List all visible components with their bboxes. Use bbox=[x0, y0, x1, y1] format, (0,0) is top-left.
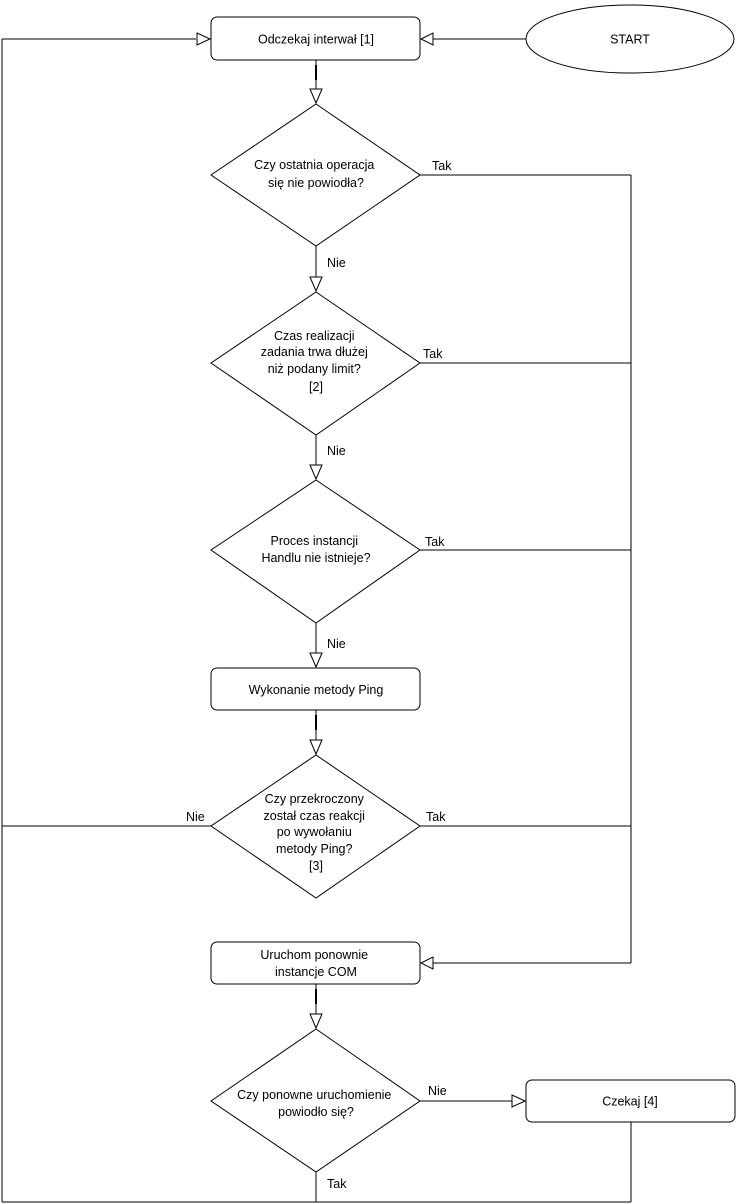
decision-diamond-process bbox=[210, 479, 421, 624]
restart-line: instancje COM bbox=[275, 965, 357, 979]
decision-ping-timeout-line: został czas reakcji bbox=[264, 809, 365, 823]
node-ping: Wykonanie metody Ping bbox=[210, 667, 421, 711]
node-q-process: Proces instancji Handlu nie istnieje? bbox=[210, 479, 421, 624]
start-ellipse bbox=[525, 4, 735, 74]
decision-time-limit-text: Czas realizacji zadania trwa dłużej niż … bbox=[261, 329, 372, 394]
wait-box bbox=[525, 1079, 736, 1123]
restart-text: Uruchom ponownie instancje COM bbox=[260, 948, 371, 979]
decision-time-limit-line: zadania trwa dłużej bbox=[261, 345, 368, 359]
decision-restart-ok-text: Czy ponowne uruchomienie powiodło się? bbox=[237, 1088, 395, 1119]
restart-box bbox=[210, 941, 421, 985]
wait-label: Czekaj [4] bbox=[602, 1095, 658, 1109]
arrowhead-return-to-wait bbox=[196, 32, 212, 46]
edge-label-q1-no: Nie bbox=[327, 256, 346, 270]
arrowhead-to-q4 bbox=[309, 739, 323, 756]
edge-label-q1-yes: Tak bbox=[432, 159, 452, 173]
arrowhead-to-q1 bbox=[309, 88, 323, 105]
node-q-last-failed: Czy ostatnia operacja się nie powiodła? bbox=[210, 103, 421, 247]
decision-diamond-time-limit bbox=[210, 291, 421, 436]
decision-ping-timeout-text: Czy przekroczony został czas reakcji po … bbox=[264, 792, 369, 873]
arrowhead-to-ping bbox=[309, 652, 323, 669]
arrowhead-to-restart bbox=[419, 956, 434, 970]
wait-interval-box bbox=[210, 16, 421, 61]
arrowhead-to-q5 bbox=[309, 1013, 323, 1030]
wait-interval-label: Odczekaj interwał [1] bbox=[258, 33, 374, 47]
arrowhead-to-q2 bbox=[309, 276, 323, 293]
node-start: START bbox=[525, 4, 735, 74]
node-q-restart-ok: Czy ponowne uruchomienie powiodło się? bbox=[210, 1028, 421, 1173]
decision-diamond-ping-timeout bbox=[210, 754, 421, 899]
decision-diamond-last-failed bbox=[210, 103, 421, 247]
decision-last-failed-line: Czy ostatnia operacja bbox=[254, 158, 374, 172]
node-wait: Czekaj [4] bbox=[525, 1079, 736, 1123]
decision-time-limit-line: niż podany limit? bbox=[268, 362, 361, 376]
decision-process-text: Proces instancji Handlu nie istnieje? bbox=[261, 534, 370, 565]
decision-ping-timeout-line: metody Ping? bbox=[276, 842, 352, 856]
edge-label-q2-no: Nie bbox=[327, 444, 346, 458]
decision-ping-timeout-line: [3] bbox=[309, 859, 323, 873]
edge-label-q3-no: Nie bbox=[327, 637, 346, 651]
arrowhead-start-to-wait bbox=[419, 32, 434, 46]
edge-labels: Tak Nie Tak Nie Tak Nie Nie Tak Nie Tak bbox=[186, 159, 452, 1191]
node-restart: Uruchom ponownie instancje COM bbox=[210, 941, 421, 985]
node-q-ping-timeout: Czy przekroczony został czas reakcji po … bbox=[210, 754, 421, 899]
decision-time-limit-line: Czas realizacji bbox=[274, 329, 355, 343]
decision-process-line: Handlu nie istnieje? bbox=[261, 551, 370, 565]
ping-label: Wykonanie metody Ping bbox=[249, 683, 384, 697]
node-wait-interval: Odczekaj interwał [1] bbox=[210, 16, 421, 61]
decision-process-line: Proces instancji bbox=[270, 534, 358, 548]
arrowhead-to-wait bbox=[511, 1094, 527, 1108]
edge-label-q3-yes: Tak bbox=[425, 535, 445, 549]
edge-label-q2-yes: Tak bbox=[423, 347, 443, 361]
start-label: START bbox=[610, 33, 650, 47]
decision-time-limit-line: [2] bbox=[309, 380, 323, 394]
node-q-time-limit: Czas realizacji zadania trwa dłużej niż … bbox=[210, 291, 421, 436]
ping-box bbox=[210, 667, 421, 711]
edge-label-q5-no: Nie bbox=[428, 1084, 447, 1098]
decision-restart-ok-line: powiodło się? bbox=[278, 1105, 354, 1119]
decision-last-failed-line: się nie powiodła? bbox=[268, 176, 364, 190]
decision-last-failed-text: Czy ostatnia operacja się nie powiodła? bbox=[254, 158, 378, 190]
decision-ping-timeout-line: po wywołaniu bbox=[277, 825, 352, 839]
decision-diamond-restart-ok bbox=[210, 1028, 421, 1173]
edge-label-q5-yes: Tak bbox=[327, 1177, 347, 1191]
edge-label-q4-yes: Tak bbox=[426, 810, 446, 824]
decision-ping-timeout-line: Czy przekroczony bbox=[265, 792, 365, 806]
decision-restart-ok-line: Czy ponowne uruchomienie bbox=[237, 1088, 391, 1102]
arrowhead-to-q3 bbox=[309, 464, 323, 481]
arrowheads bbox=[196, 32, 527, 1108]
restart-line: Uruchom ponownie bbox=[260, 948, 368, 962]
edge-label-q4-no: Nie bbox=[186, 810, 205, 824]
